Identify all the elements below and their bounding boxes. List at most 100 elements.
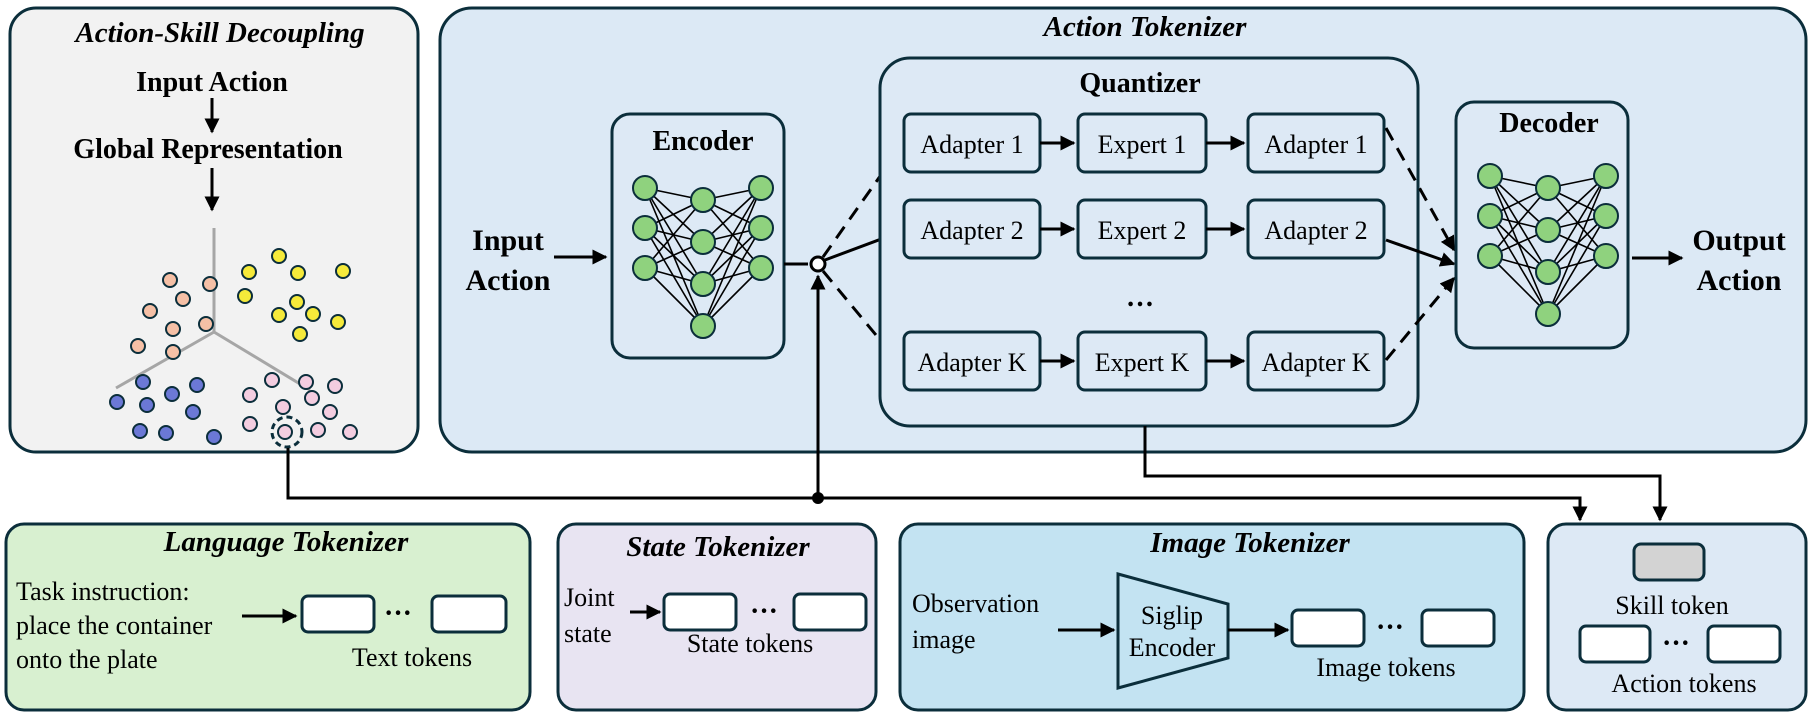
network-node [690, 229, 716, 255]
network-edge [702, 187, 762, 327]
state-input-line-2: state [564, 619, 612, 648]
network-node [690, 187, 716, 213]
adapter-out-k [1246, 330, 1386, 392]
quantizer-to-output-line [1143, 426, 1668, 522]
action-token-n [1706, 624, 1782, 664]
decoder-block: Decoder [1454, 100, 1630, 350]
language-tokenizer-title: Language Tokenizer [163, 526, 409, 558]
siglip-encoder-line-1: Siglip [1141, 601, 1203, 630]
text-tokens-label: Text tokens [352, 643, 472, 672]
network-node [632, 175, 658, 201]
network-edge [702, 187, 762, 285]
adapter2-to-decoder [1385, 238, 1456, 267]
state-token-1 [662, 592, 738, 632]
state-token-ellipsis: ··· [750, 596, 778, 627]
image-token-1 [1290, 608, 1366, 648]
routing-junction [809, 255, 827, 273]
decoupling-input-label: Input Action [136, 67, 288, 98]
network-edge [1489, 215, 1549, 273]
network-edge [1547, 175, 1607, 273]
adapter-in-2-label: Adapter 2 [920, 216, 1023, 245]
network-node [748, 255, 774, 281]
output-action-label-line1: Output [1692, 224, 1785, 257]
encoder-network-icon [632, 175, 774, 339]
connections [286, 274, 1668, 522]
action-token-ellipsis: ··· [1662, 628, 1690, 659]
siglip-encoder-line-2: Encoder [1129, 633, 1216, 662]
network-edge [1547, 255, 1607, 315]
network-node [632, 215, 658, 241]
expert-1-label: Expert 1 [1098, 130, 1187, 159]
quantizer-block: Quantizer Adapter 1 Expert 1 Adapter 1 A… [878, 56, 1420, 428]
output-tokens-panel: Skill token ··· Action tokens [1546, 522, 1808, 712]
network-edge [702, 267, 762, 327]
network-node [1535, 259, 1561, 285]
adapter-out-2 [1246, 198, 1386, 260]
network-node [690, 313, 716, 339]
quantizer-label: Quantizer [1079, 68, 1200, 99]
quantizer-ellipsis: … [1126, 282, 1154, 313]
decoder-network-icon [1477, 163, 1619, 327]
network-node [1535, 301, 1561, 327]
network-edge [1547, 175, 1607, 231]
state-tokenizer-title: State Tokenizer [626, 531, 810, 563]
input-action-label-line1: Input [472, 224, 544, 257]
network-edge [644, 267, 704, 327]
adapter-out-2-label: Adapter 2 [1264, 216, 1367, 245]
decoupling-panel: Action-Skill Decoupling Input Action Glo… [8, 6, 420, 454]
cluster-salmon [130, 272, 218, 360]
image-input-line-2: image [912, 625, 976, 654]
connection-dot [812, 492, 824, 504]
adapter-out-k-label: Adapter K [1261, 348, 1370, 377]
network-edge [644, 187, 704, 243]
image-token-ellipsis: ··· [1376, 612, 1404, 643]
skill-token [1632, 542, 1706, 582]
language-tokenizer-panel: Language Tokenizer Task instruction: pla… [4, 522, 532, 712]
state-tokens-label: State tokens [687, 629, 813, 658]
text-token-1 [300, 594, 376, 634]
network-edge [702, 187, 762, 243]
image-input-line-1: Observation [912, 589, 1039, 618]
instruction-line-3: onto the plate [16, 645, 158, 674]
network-node [690, 271, 716, 297]
instruction-line-2: place the container [16, 611, 213, 640]
expert-2-label: Expert 2 [1098, 216, 1187, 245]
network-node [1535, 217, 1561, 243]
image-tokenizer-panel: Image Tokenizer Observation image Siglip… [898, 522, 1526, 712]
network-edge [644, 227, 704, 327]
adapter1-to-decoder [1384, 127, 1456, 252]
network-node [1593, 163, 1619, 189]
state-tokenizer-panel: State Tokenizer Joint state ··· State to… [556, 522, 878, 712]
siglip-encoder-block [1116, 572, 1230, 690]
action-tokens-label: Action tokens [1611, 669, 1756, 698]
encoder-label: Encoder [652, 126, 753, 157]
encoder-block: Encoder [610, 112, 786, 360]
state-input-line-1: Joint [564, 583, 615, 612]
image-token-n [1420, 608, 1496, 648]
selected-skill-ring [270, 415, 304, 449]
network-node [1477, 243, 1503, 269]
network-node [1593, 243, 1619, 269]
input-action-label-line2: Action [466, 264, 551, 297]
network-edge [1489, 175, 1549, 231]
network-edge [1489, 187, 1549, 257]
cluster-yellow [237, 248, 351, 342]
network-node [1535, 175, 1561, 201]
image-tokenizer-title: Image Tokenizer [1149, 527, 1350, 559]
adapter-out-1-label: Adapter 1 [1264, 130, 1367, 159]
instruction-line-1: Task instruction: [16, 577, 190, 606]
network-edge [1547, 215, 1607, 315]
network-edge [1547, 175, 1607, 315]
network-node [1593, 203, 1619, 229]
network-edge [644, 199, 704, 269]
network-edge [702, 199, 762, 269]
adapter-out-1 [1246, 112, 1386, 174]
text-token-ellipsis: ··· [384, 598, 412, 629]
cluster-blue [109, 374, 222, 445]
network-edge [1489, 255, 1549, 315]
cluster-pink [242, 372, 358, 440]
skill-token-label: Skill token [1615, 591, 1728, 620]
network-node [1477, 163, 1503, 189]
decoupling-global-label: Global Representation [73, 134, 343, 165]
